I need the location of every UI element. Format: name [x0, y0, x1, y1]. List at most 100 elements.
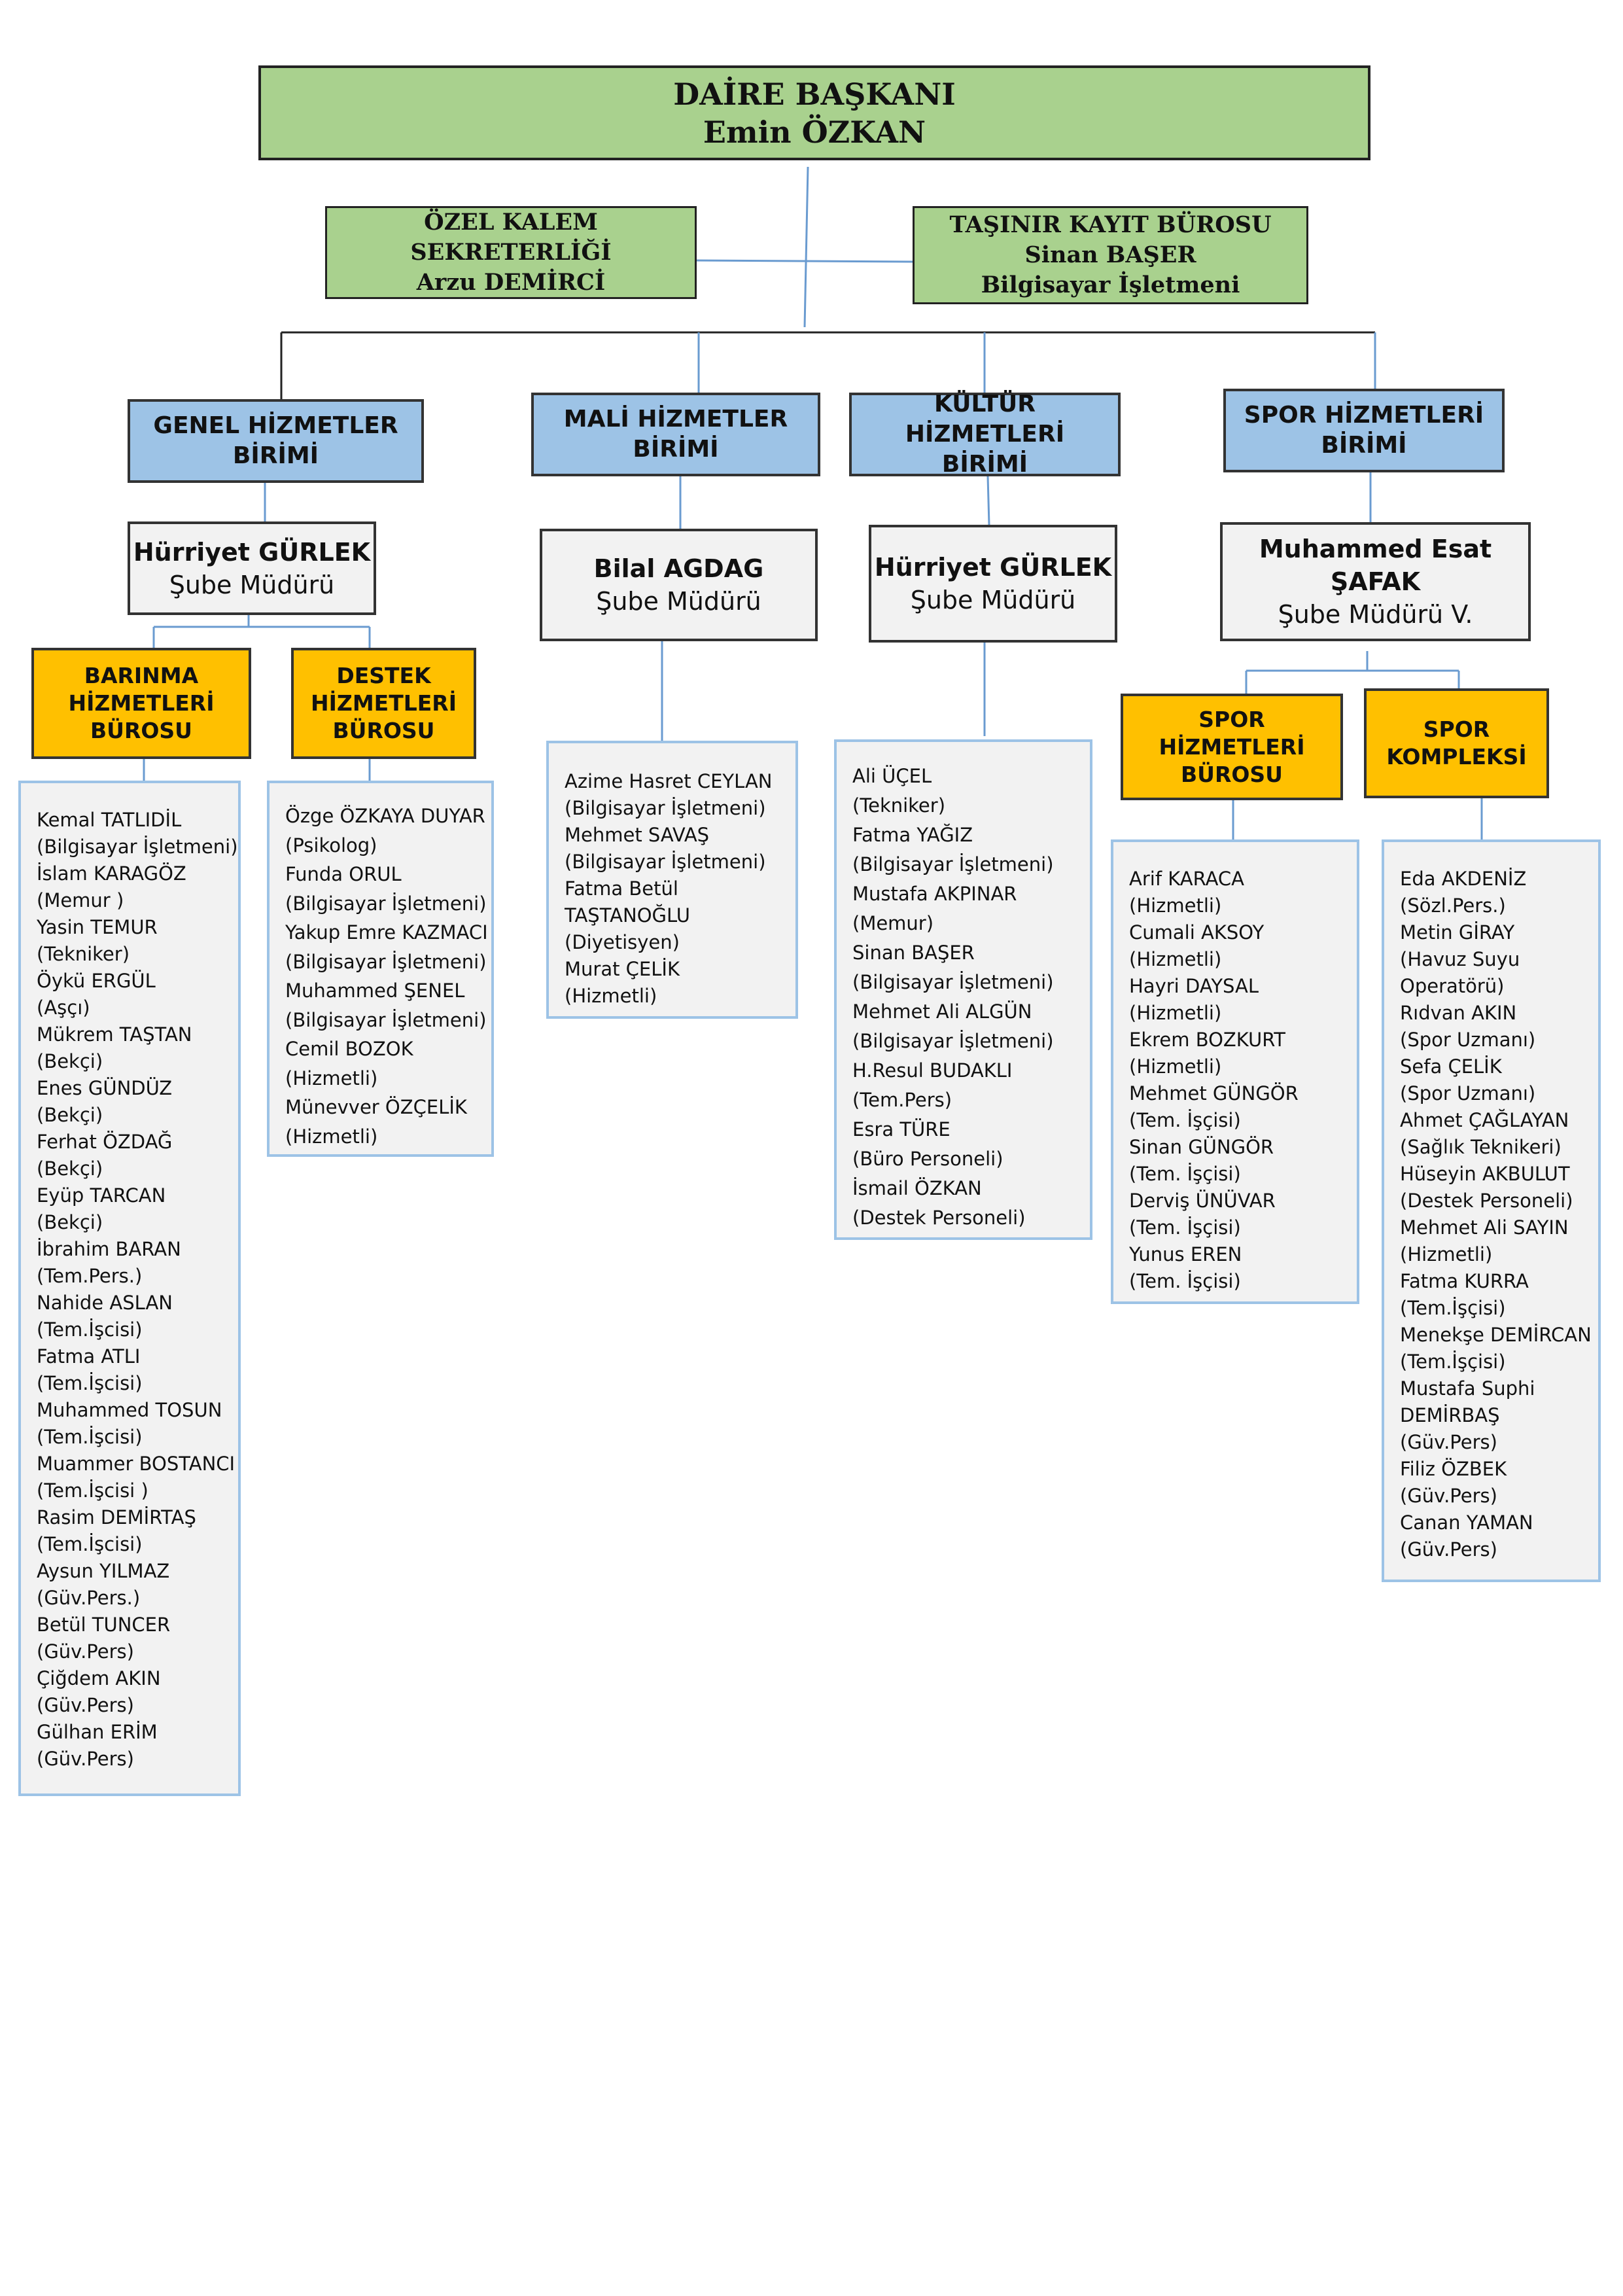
list-item: Mustafa AKPINAR	[852, 883, 1017, 905]
list-item: (Sağlık Teknikeri)	[1400, 1136, 1562, 1158]
list-item: Ali ÜÇEL	[852, 765, 932, 787]
office-destek: DESTEK HİZMETLERİ BÜROSU	[291, 648, 476, 759]
list-item: Nahide ASLAN	[37, 1292, 173, 1314]
list-item: (Tem.İşcisi)	[37, 1426, 143, 1448]
list-item: Münevver ÖZÇELİK	[285, 1096, 467, 1118]
list-item: Fatma ATLI	[37, 1345, 141, 1368]
list-item: (Bilgisayar İşletmeni)	[852, 1030, 1054, 1052]
list-item: Fatma YAĞIZ	[852, 824, 973, 846]
list-item: Ferhat ÖZDAĞ	[37, 1131, 173, 1153]
ozel-kalem-box: ÖZEL KALEM SEKRETERLİĞİ Arzu DEMİRCİ	[325, 206, 697, 299]
list-item: Mustafa Suphi	[1400, 1377, 1535, 1400]
list-item: Muhammed TOSUN	[37, 1399, 222, 1421]
list-item: Menekşe DEMİRCAN	[1400, 1324, 1592, 1346]
office-line1: DESTEK	[336, 663, 431, 688]
list-item: İslam KARAGÖZ	[37, 862, 186, 885]
ozel-kalem-title: ÖZEL KALEM SEKRETERLİĞİ	[410, 209, 612, 266]
list-item: İbrahim BARAN	[37, 1238, 181, 1260]
list-item: (Tem.İşcisi )	[37, 1479, 148, 1502]
list-item: Sinan GÜNGÖR	[1129, 1136, 1274, 1158]
head-name: Emin ÖZKAN	[703, 114, 926, 150]
office-spor-kompleksi: SPOR KOMPLEKSİ	[1364, 688, 1549, 798]
manager-name: Muhammed Esat ŞAFAK	[1259, 535, 1492, 596]
list-item: (Güv.Pers.)	[37, 1587, 141, 1609]
unit-line1: MALİ HİZMETLER	[563, 406, 788, 433]
office-spor-buro: SPOR HİZMETLERİ BÜROSU	[1121, 694, 1343, 800]
list-item: Filiz ÖZBEK	[1400, 1458, 1507, 1480]
list-item: Metin GİRAY	[1400, 921, 1515, 944]
list-item: (Tem.İşcisi)	[37, 1533, 143, 1555]
list-item: Hayri DAYSAL	[1129, 975, 1259, 997]
office-line2: KOMPLEKSİ	[1386, 744, 1527, 769]
list-item: Enes GÜNDÜZ	[37, 1077, 173, 1099]
list-item: Öykü ERGÜL	[37, 970, 156, 992]
list-item: Ekrem BOZKURT	[1129, 1029, 1286, 1051]
manager-name: Hürriyet GÜRLEK	[133, 537, 371, 567]
list-item: (Tem. İşçisi)	[1129, 1270, 1241, 1292]
list-item: (Bilgisayar İşletmeni)	[852, 853, 1054, 875]
unit-line2: BİRİMİ	[633, 436, 719, 463]
list-item: (Destek Personeli)	[852, 1207, 1026, 1229]
office-line2: HİZMETLERİ	[311, 690, 457, 716]
list-item: Canan YAMAN	[1400, 1511, 1533, 1534]
list-item: Mehmet GÜNGÖR	[1129, 1082, 1299, 1104]
list-item: (Memur )	[37, 889, 124, 911]
list-item: (Bekçi)	[37, 1104, 103, 1126]
list-item: Yunus EREN	[1129, 1243, 1242, 1265]
manager-kultur: Hürriyet GÜRLEK Şube Müdürü	[869, 525, 1117, 643]
unit-kultur: KÜLTÜR HİZMETLERİ BİRİMİ	[849, 391, 1121, 478]
list-item: (Bilgisayar İşletmeni)	[285, 892, 487, 915]
list-item: Murat ÇELİK	[565, 958, 680, 980]
unit-line1: GENEL HİZMETLER	[153, 412, 398, 439]
list-item: Betül TUNCER	[37, 1614, 171, 1636]
list-item: (Bekçi)	[37, 1157, 103, 1180]
list-item: (Bilgisayar İşletmeni)	[565, 851, 766, 873]
list-item: (Güv.Pers)	[37, 1640, 134, 1663]
list-item: H.Resul BUDAKLI	[852, 1059, 1013, 1082]
list-item: (Tem.Pers)	[852, 1089, 952, 1111]
manager-title: Şube Müdürü	[910, 586, 1076, 614]
list-item: Operatörü)	[1400, 975, 1505, 997]
list-item: (Tem.İşcisi)	[37, 1318, 143, 1341]
list-item: Cemil BOZOK	[285, 1038, 413, 1060]
unit-line1: SPOR HİZMETLERİ	[1244, 402, 1484, 429]
tasinir-name: Sinan BAŞER	[1024, 241, 1196, 268]
list-item: Mehmet Ali SAYIN	[1400, 1216, 1569, 1239]
list-item: (Hizmetli)	[285, 1067, 378, 1089]
list-item: (Güv.Pers)	[1400, 1538, 1497, 1561]
list-item: TAŞTANOĞLU	[565, 904, 690, 927]
office-line2: BÜROSU	[1181, 761, 1283, 787]
list-item: Mehmet SAVAŞ	[565, 824, 710, 846]
list-item: (Büro Personeli)	[852, 1148, 1003, 1170]
unit-spor: SPOR HİZMETLERİ BİRİMİ	[1223, 389, 1505, 472]
list-item: DEMİRBAŞ	[1400, 1404, 1500, 1426]
head-title: DAİRE BAŞKANI	[673, 76, 956, 112]
list-item: (Tem. İşçisi)	[1129, 1109, 1241, 1131]
manager-name: Bilal AGDAG	[593, 554, 764, 583]
tasinir-title: TAŞINIR KAYIT BÜROSU	[949, 211, 1272, 238]
list-item: (Destek Personeli)	[1400, 1190, 1573, 1212]
office-line3: BÜROSU	[332, 718, 435, 743]
list-item: (Aşçı)	[37, 997, 90, 1019]
list-item: (Güv.Pers)	[37, 1748, 134, 1770]
list-item: (Bekçi)	[37, 1211, 103, 1233]
list-item: (Diyetisyen)	[565, 931, 680, 953]
list-item: (Havuz Suyu	[1400, 948, 1520, 970]
list-item: Yasin TEMUR	[37, 916, 158, 938]
manager-spor: Muhammed Esat ŞAFAK Şube Müdürü V.	[1220, 522, 1531, 641]
list-item: (Tem.İşçisi)	[1400, 1351, 1506, 1373]
unit-line2: BİRİMİ	[232, 442, 319, 469]
list-item: Muhammed ŞENEL	[285, 980, 465, 1002]
ozel-kalem-name: Arzu DEMİRCİ	[416, 269, 606, 296]
list-item: (Sözl.Pers.)	[1400, 894, 1506, 917]
manager-name: Hürriyet GÜRLEK	[874, 553, 1112, 582]
list-item: (Hizmetli)	[1129, 1002, 1222, 1024]
list-item: (Tem. İşçisi)	[1129, 1163, 1241, 1185]
list-item: Funda ORUL	[285, 863, 402, 885]
list-item: (Hizmetli)	[1129, 948, 1222, 970]
list-item: Mehmet Ali ALGÜN	[852, 1000, 1032, 1023]
list-item: (Bilgisayar İşletmeni)	[37, 836, 238, 858]
list-item: (Bilgisayar İşletmeni)	[285, 1008, 487, 1031]
list-item: Fatma Betül	[565, 877, 678, 900]
list-item: Esra TÜRE	[852, 1118, 951, 1140]
